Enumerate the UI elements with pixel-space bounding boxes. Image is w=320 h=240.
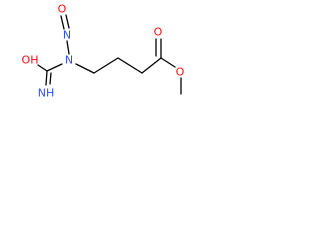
- amine-nitrogen-label: N: [65, 54, 73, 67]
- hydroxyl-label: OH: [22, 54, 39, 67]
- bond-c-nh-1: [45, 70, 48, 86]
- bond-n-n: [66, 40, 70, 55]
- bond-nitroso-o-n-1: [60, 15, 65, 30]
- ester-oxygen-label: O: [176, 66, 185, 79]
- bond-c-oh: [37, 64, 48, 72]
- bond-n-c-left: [46, 63, 63, 72]
- bond-n-ch2: [75, 63, 95, 74]
- nitroso-oxygen-label: O: [58, 3, 67, 16]
- bond-nitroso-o-n-2: [65, 14, 70, 29]
- imine-label: NH: [38, 87, 55, 100]
- bond-chain-2: [117, 57, 143, 74]
- bond-chain-3: [141, 57, 162, 74]
- bond-c-nh-2: [49, 72, 52, 85]
- carbonyl-oxygen-label: O: [154, 26, 163, 39]
- atom-labels: O N N OH NH O O: [22, 3, 185, 100]
- structure-diagram: O N N OH NH O O: [22, 3, 185, 100]
- bonds: [37, 14, 182, 95]
- bond-ester-c-o: [160, 57, 176, 68]
- bond-chain-1: [93, 57, 119, 74]
- nitroso-nitrogen-label: N: [63, 29, 71, 42]
